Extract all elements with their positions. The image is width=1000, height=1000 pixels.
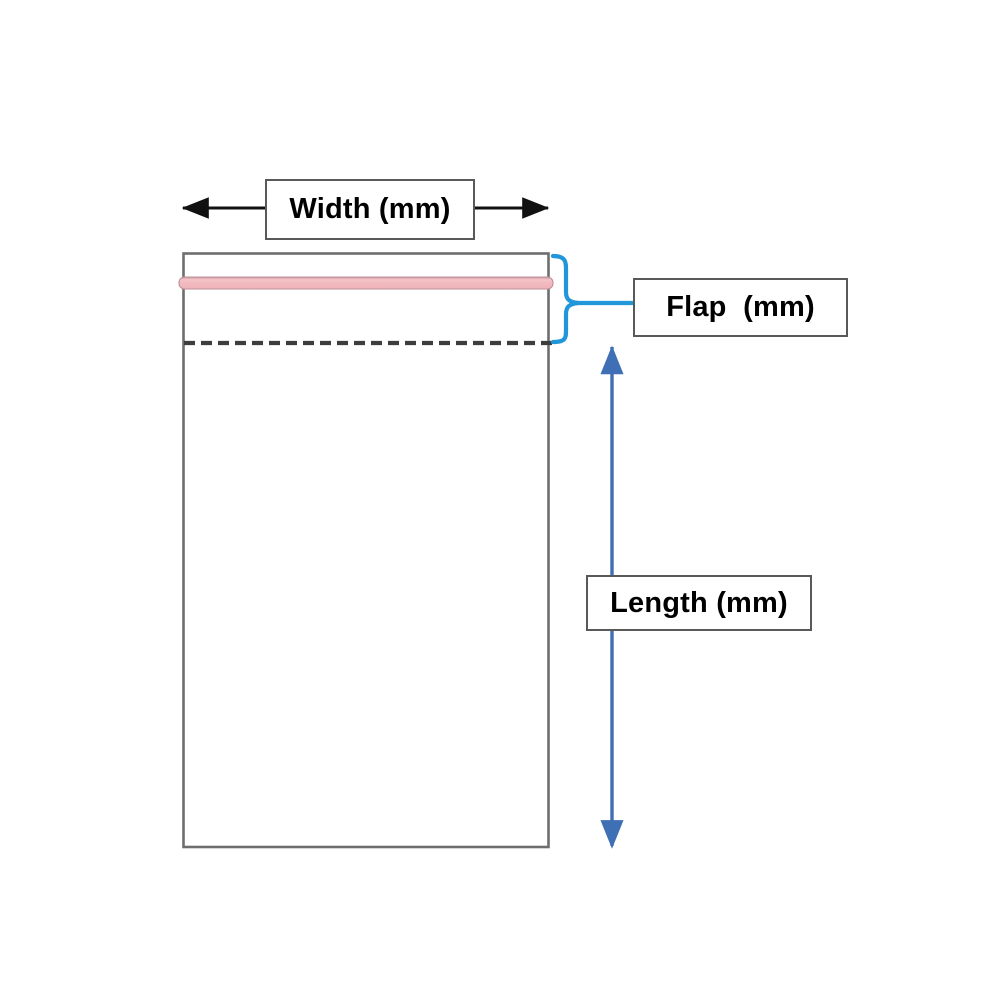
flap-label-callout: Flap (mm): [633, 278, 848, 337]
adhesive-seal-strip: [178, 276, 554, 290]
width-label-callout: Width (mm): [265, 179, 475, 240]
length-label-callout: Length (mm): [586, 575, 812, 631]
bag-outline-rectangle: [182, 252, 550, 849]
flap-label-text: Flap (mm): [666, 291, 815, 323]
flap-curly-brace: [550, 253, 581, 345]
width-label-text: Width (mm): [289, 193, 451, 225]
length-label-text: Length (mm): [610, 586, 788, 619]
